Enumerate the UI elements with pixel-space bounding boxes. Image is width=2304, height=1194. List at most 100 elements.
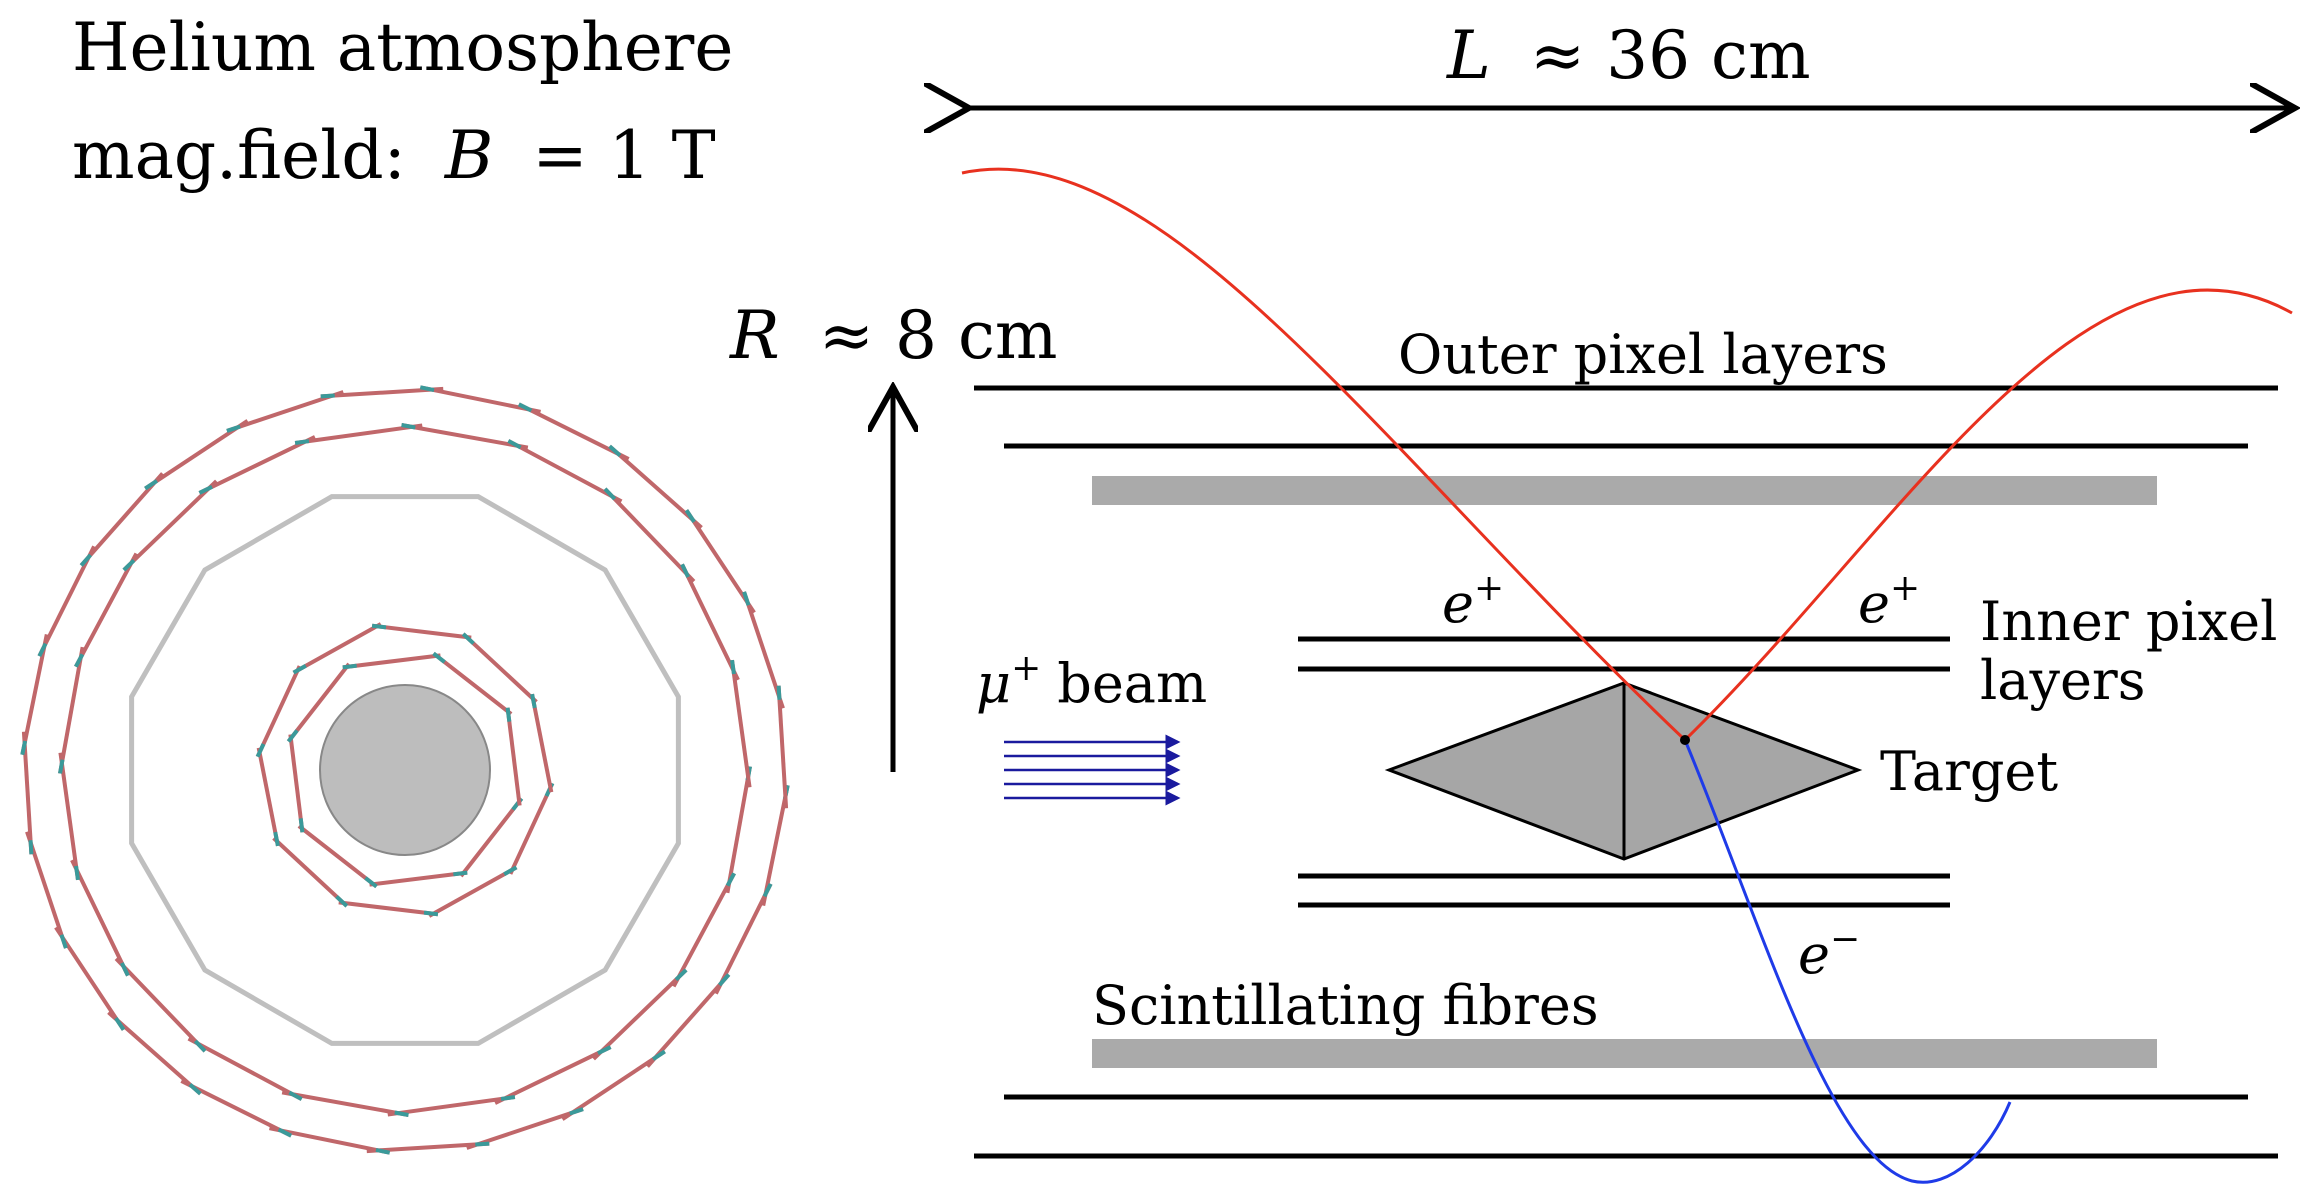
target-end-view xyxy=(319,684,491,856)
outer-ring-outer-module-edge xyxy=(651,1049,666,1061)
outer-ring-outer-module xyxy=(144,419,249,491)
positron-track-left xyxy=(961,167,1687,742)
outer-ring-outer-module xyxy=(320,386,444,399)
outer-ring-inner-module-edge xyxy=(193,1039,207,1053)
inner-ring-outer-module xyxy=(428,865,518,918)
outer-ring-outer-module xyxy=(561,1049,666,1121)
outer-ring-inner-module xyxy=(671,872,736,988)
positron-right-sup: + xyxy=(1890,568,1920,609)
outer-pixel-ring-inner xyxy=(58,423,752,1117)
outer-ring-inner-module-edge xyxy=(74,865,80,881)
outer-ring-outer-module-edge xyxy=(375,1147,391,1155)
outer-ring-outer-module-edge xyxy=(188,1082,202,1096)
radius-label: R ≈ 8 cm xyxy=(729,297,1058,374)
inner-ring-outer-module xyxy=(272,836,349,908)
inner-ring-outer-module-edge xyxy=(292,664,307,675)
inner-ring-inner-module xyxy=(459,797,524,878)
outer-ring-outer-module-edge xyxy=(37,642,48,658)
outer-ring-outer-module-edge xyxy=(114,1016,126,1031)
inner-ring-inner-module-edge xyxy=(453,870,468,877)
outer-ring-outer-module-edge xyxy=(59,934,68,949)
inner-ring-outer-module-edge xyxy=(503,865,518,876)
outer-ring-outer-module xyxy=(419,385,541,414)
transverse-view xyxy=(20,385,790,1155)
inner-ring-outer-module xyxy=(508,782,555,875)
outer-ring-outer-module-edge xyxy=(608,444,622,458)
outer-ring-inner-module xyxy=(507,439,623,504)
inner-ring-outer-module-edge xyxy=(273,831,280,847)
inner-ring-inner-module-edge xyxy=(342,663,357,670)
outer-ring-outer-module xyxy=(37,545,96,658)
outer-ring-inner-module-edge xyxy=(401,423,416,430)
scintillating-fibres-bottom xyxy=(1092,1039,2157,1068)
side-view-labels: Outer pixel layers Inner pixel layers Ta… xyxy=(976,323,2277,1037)
outer-ring-inner-module xyxy=(592,968,688,1061)
inner-ring-outer-module xyxy=(530,693,554,793)
beam-symbol: μ xyxy=(976,652,1011,715)
outer-ring-outer-module-edge xyxy=(762,882,773,898)
outer-ring-outer-module-edge xyxy=(776,685,782,700)
inner-ring-outer-module-edge xyxy=(461,632,475,645)
mag-field-prefix: mag.field: xyxy=(72,117,406,194)
positron-left-symbol: e xyxy=(1442,572,1474,635)
inner-ring-inner-module-edge xyxy=(505,707,512,722)
radius-symbol: R xyxy=(729,297,780,374)
outer-ring-outer-module xyxy=(54,926,126,1031)
inner-ring-outer-module xyxy=(461,632,538,704)
length-dimension: L ≈ 36 cm xyxy=(964,17,2290,108)
inner-ring-outer-module-edge xyxy=(335,895,349,908)
outer-ring-outer-module-edge xyxy=(569,1107,584,1116)
outer-ring-inner-module xyxy=(680,563,740,681)
inner-ring-inner-module xyxy=(297,824,378,889)
outer-ring-outer-module xyxy=(776,685,789,809)
outer-ring-outer-module-edge xyxy=(717,973,731,987)
electron-sup: − xyxy=(1830,919,1860,960)
outer-ring-outer-module xyxy=(79,472,165,567)
inner-ring-inner-module xyxy=(432,651,513,716)
outer-ring-inner-module-edge xyxy=(58,759,65,774)
length-label: L ≈ 36 cm xyxy=(1446,17,1811,94)
outer-pixel-layers-label: Outer pixel layers xyxy=(1398,323,1888,386)
outer-ring-outer-module xyxy=(20,634,49,756)
outer-ring-outer-module-edge xyxy=(226,424,241,433)
positron-label-left: e+ xyxy=(1442,568,1504,635)
electron-symbol: e xyxy=(1798,923,1830,986)
inner-ring-inner-module xyxy=(369,870,468,887)
outer-ring-outer-module-edge xyxy=(277,1127,293,1138)
outer-ring-outer-module-edge xyxy=(517,402,533,413)
beam-label: μ+beam xyxy=(976,648,1207,715)
outer-ring-outer-module-edge xyxy=(320,393,335,399)
outer-ring-outer-module xyxy=(366,1141,490,1154)
length-symbol: L xyxy=(1446,17,1491,94)
field-value: = 1 T xyxy=(532,117,715,194)
outer-ring-inner-module-edge xyxy=(294,439,310,445)
inner-ring-inner-module xyxy=(286,662,351,743)
outer-ring-inner-module xyxy=(70,859,130,977)
inner-ring-outer-module-edge xyxy=(255,743,266,758)
outer-pixel-ring-outer xyxy=(20,385,790,1155)
outer-ring-inner-module-edge xyxy=(725,872,736,887)
field-symbol: B xyxy=(444,117,494,194)
outer-ring-inner-module xyxy=(294,423,423,445)
outer-ring-inner-module-edge xyxy=(603,487,617,501)
inner-ring-inner-module-edge xyxy=(364,876,378,889)
inner-ring-outer-module xyxy=(338,900,439,917)
inner-ring-inner-module xyxy=(342,653,441,670)
outer-ring-inner-module-edge xyxy=(730,659,736,675)
positron-track-right xyxy=(1683,288,2293,742)
outer-ring-inner-module xyxy=(58,646,85,774)
side-view xyxy=(961,167,2293,1184)
outer-ring-outer-module-edge xyxy=(20,740,28,756)
radius-dimension: R ≈ 8 cm xyxy=(729,297,1058,772)
outer-ring-inner-module-edge xyxy=(597,1045,612,1055)
outer-ring-inner-module-edge xyxy=(394,1110,409,1117)
electron-track xyxy=(1683,739,2012,1184)
outer-ring-inner-module xyxy=(730,659,752,788)
positron-label-right: e+ xyxy=(1858,568,1920,635)
inner-ring-inner-module-edge xyxy=(432,651,446,664)
inner-pixel-layers-label-line2: layers xyxy=(1980,649,2145,712)
outer-ring-inner-module xyxy=(187,1036,303,1101)
outer-ring-inner-module-edge xyxy=(120,962,130,977)
beam-word: beam xyxy=(1057,652,1207,715)
outer-ring-outer-module-edge xyxy=(419,385,435,393)
